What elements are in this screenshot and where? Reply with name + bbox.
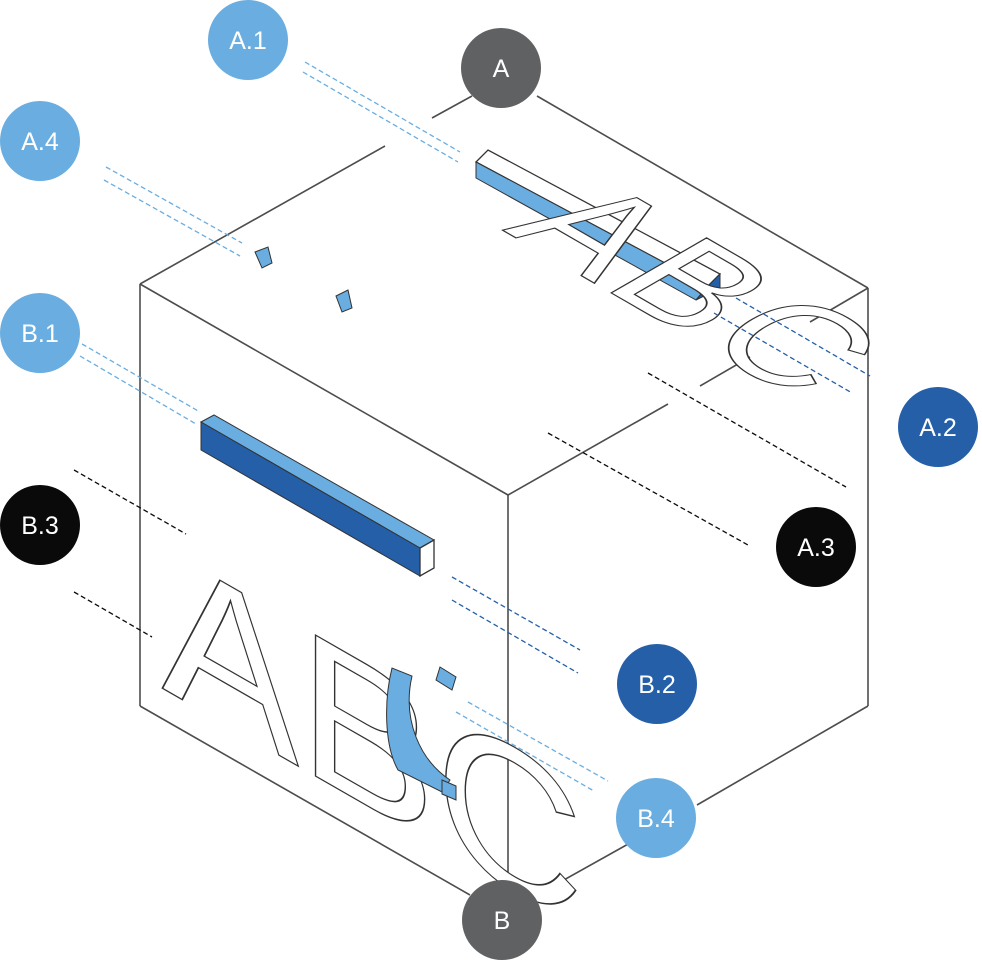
leader-b2-2 [451,599,579,674]
front-bar-top [199,414,436,549]
leader-a2-2 [713,312,853,394]
badge-b3-label: B.3 [21,512,59,540]
cube-edge-bottom-right [536,842,631,896]
badge-b-label: B [494,907,511,935]
badge-b1-label: B.1 [21,320,59,348]
badge-a-label: A [493,55,510,83]
cube-edge-front-top [139,283,509,496]
leader-b3-1 [73,469,187,535]
cube-outline [139,95,869,896]
badge-a2: A.2 [898,387,978,467]
cube-edge-top-left-upper [431,95,473,119]
front-letter-c-bottom-highlight [441,779,457,801]
cube-edge-top-left [139,145,386,285]
badge-b: B [462,880,542,960]
badge-a1: A.1 [208,0,288,80]
badge-b2-label: B.2 [638,671,676,699]
cube-edge-right-top [507,403,669,496]
badge-b2: B.2 [617,644,697,724]
cube-edge-top-right [536,95,869,289]
leader-b2-1 [451,576,581,651]
front-bar [199,414,436,578]
leader-a3-1 [647,372,847,488]
leader-b1-2 [79,355,197,425]
top-bar [474,149,722,301]
leader-b3-2 [73,591,153,638]
badge-a3: A.3 [776,507,856,587]
badge-a: A [461,28,541,108]
badge-a2-label: A.2 [919,414,957,442]
cube-edge-bottom-left [139,705,471,896]
badge-b4: B.4 [616,778,696,858]
leader-a1-2 [302,71,459,163]
leader-a4-2 [103,179,241,257]
front-letter-c-highlight [386,667,451,793]
badge-a1-label: A.1 [229,27,267,55]
leader-b4-2 [455,711,595,792]
badge-b3: B.3 [0,485,80,565]
badge-b4-label: B.4 [637,805,675,833]
badge-a4-label: A.4 [21,128,59,156]
leader-a3-2 [547,432,749,546]
leader-b4-1 [467,701,609,782]
leader-b1-1 [81,343,201,413]
leader-a4-1 [105,166,243,244]
leader-a2-1 [735,297,871,377]
top-letter-a-foot-highlight [335,289,353,313]
badge-b1: B.1 [0,293,80,373]
front-letter-c-top-highlight [435,666,457,691]
front-bar-end [419,538,435,578]
leader-a1-1 [304,61,461,153]
badge-a3-label: A.3 [797,534,835,562]
top-bar-end [695,272,721,301]
cube-edge-bottom-right-2 [696,705,869,806]
cube-edge-right-top-2 [699,356,751,387]
top-letter-a-highlight [254,246,273,269]
badge-a4: A.4 [0,101,80,181]
leader-lines [73,61,871,792]
cube-edge-right-top-3 [809,287,869,323]
